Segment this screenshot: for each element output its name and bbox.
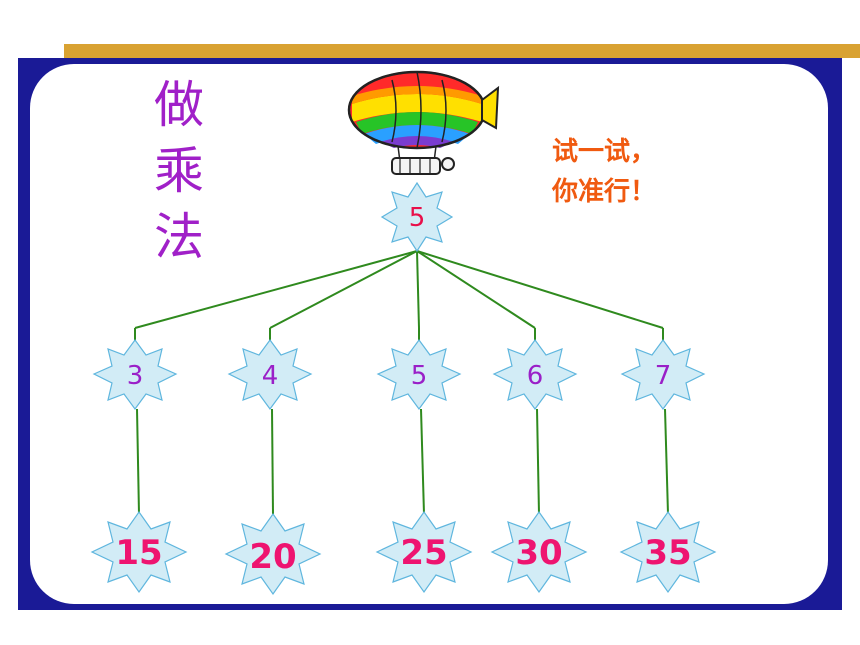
title-char-2: 乘 — [154, 142, 204, 200]
factor-2: 4 — [262, 361, 279, 391]
product-2: 20 — [249, 537, 296, 577]
title-char-3: 法 — [154, 208, 204, 266]
product-5: 35 — [644, 533, 691, 573]
factor-node-1: 3 — [92, 338, 178, 411]
factor-to-product-line — [536, 408, 540, 515]
factor-to-product-line — [420, 408, 425, 515]
factor-node-4: 6 — [492, 338, 578, 411]
root-to-factor-line — [416, 250, 420, 329]
root-to-factor-line — [416, 250, 536, 329]
product-4: 30 — [515, 533, 562, 573]
root-to-factor-line — [269, 250, 418, 329]
factor-4: 6 — [527, 361, 544, 391]
root-to-factor-line — [134, 250, 418, 329]
product-3: 25 — [400, 533, 447, 573]
factor-node-2: 4 — [227, 338, 313, 411]
root-number: 5 — [409, 203, 426, 233]
encouragement-text: 试一试， 你准行！ — [552, 132, 722, 212]
slide-title: 做 乘 法 — [144, 72, 214, 270]
factor-to-product-line — [271, 408, 274, 515]
product-node-1: 15 — [90, 510, 188, 594]
factor-node-5: 7 — [620, 338, 706, 411]
root-to-factor-line — [416, 250, 664, 329]
factor-node-3: 5 — [376, 338, 462, 411]
product-node-4: 30 — [490, 510, 588, 594]
factor-3: 5 — [411, 361, 428, 391]
product-1: 15 — [115, 533, 162, 573]
title-char-1: 做 — [154, 76, 204, 134]
airship-icon — [347, 70, 500, 175]
root-star — [380, 181, 454, 253]
accent-bar — [64, 44, 860, 58]
factor-5: 7 — [655, 361, 672, 391]
factor-1: 3 — [127, 361, 144, 391]
content-panel — [30, 64, 828, 604]
root-node: 5 — [380, 181, 454, 253]
factor-to-product-line — [664, 408, 669, 515]
product-node-2: 20 — [224, 512, 322, 596]
hint-line-2: 你准行！ — [552, 177, 657, 207]
product-node-3: 25 — [375, 510, 473, 594]
product-node-5: 35 — [619, 510, 717, 594]
factor-to-product-line — [136, 408, 140, 515]
hint-line-1: 试一试， — [552, 137, 657, 167]
